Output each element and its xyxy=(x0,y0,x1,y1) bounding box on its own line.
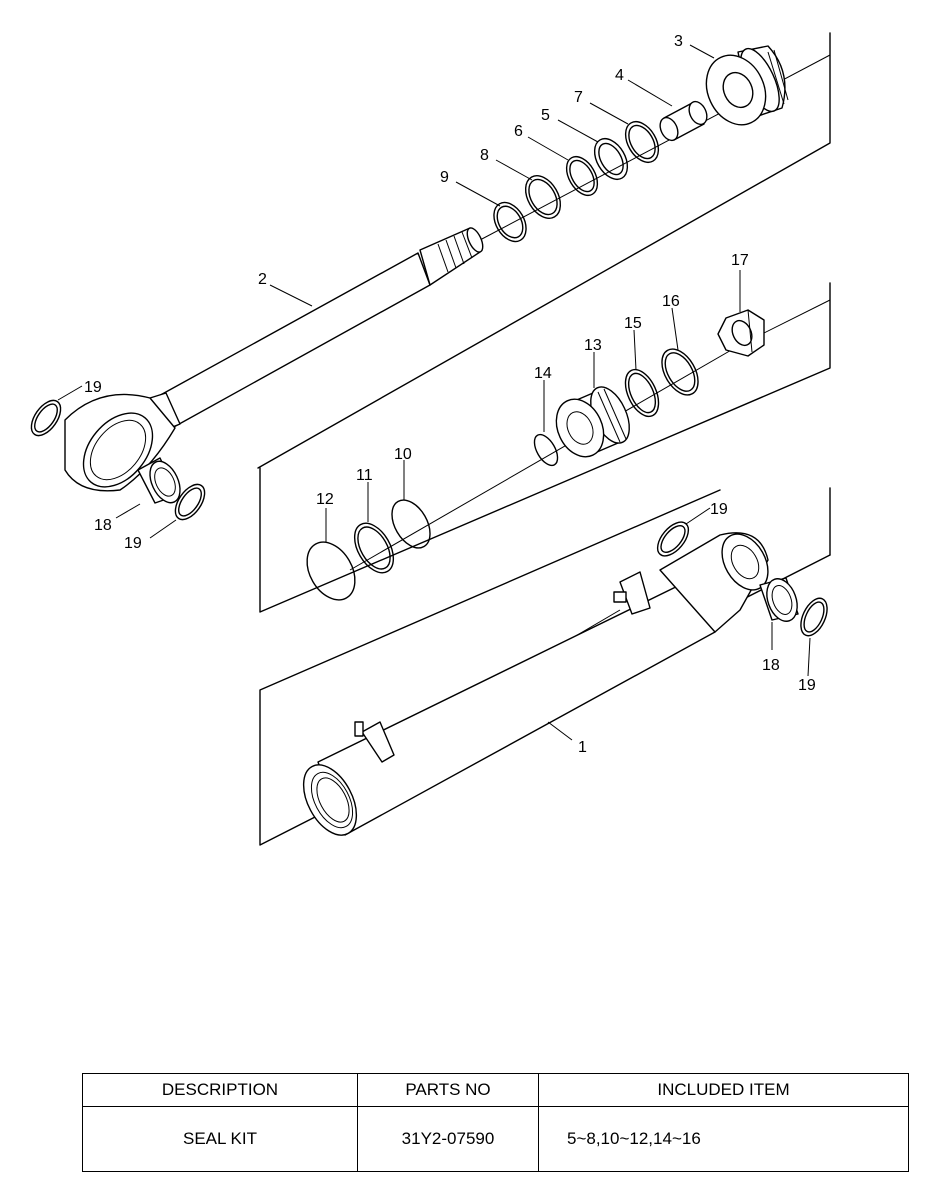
callout-7: 7 xyxy=(574,89,583,106)
table-row: SEAL KIT 31Y2-07590 5~8,10~12,14~16 xyxy=(82,1106,909,1172)
cylinder-tube-part-1 xyxy=(302,532,769,836)
piston-rod-part-2 xyxy=(64,227,484,492)
callout-11: 11 xyxy=(356,467,373,484)
exploded-parts-diagram: 1 2 3 4 5 6 7 8 9 10 11 12 13 14 15 16 1… xyxy=(30,32,831,846)
eye-bushing-rod-side xyxy=(137,457,181,504)
eye-bushing-tube-side xyxy=(759,577,799,622)
dust-rings-rod-side xyxy=(30,399,206,521)
parts-table: DESCRIPTION PARTS NO INCLUDED ITEM SEAL … xyxy=(82,1073,909,1172)
callout-18-tube-side: 18 xyxy=(762,657,780,674)
callout-13: 13 xyxy=(584,337,602,354)
o-ring-part-14 xyxy=(533,433,559,467)
leader-lines xyxy=(57,44,811,741)
callout-16: 16 xyxy=(662,293,680,310)
gland-part-3 xyxy=(705,45,789,126)
callout-19-tube-top: 19 xyxy=(710,501,728,518)
callout-17: 17 xyxy=(731,252,749,269)
callout-4: 4 xyxy=(615,67,624,84)
seal-rings-piston-upper xyxy=(624,348,699,418)
cell-included-item: 5~8,10~12,14~16 xyxy=(538,1106,909,1172)
callout-6: 6 xyxy=(514,123,523,140)
callout-9: 9 xyxy=(440,169,449,186)
callout-5: 5 xyxy=(541,107,550,124)
callout-2: 2 xyxy=(258,271,267,288)
piston-part-13 xyxy=(555,386,630,458)
header-included-item: INCLUDED ITEM xyxy=(538,1073,909,1107)
callout-19-tube-bottom: 19 xyxy=(798,677,816,694)
callout-14: 14 xyxy=(534,365,552,382)
callout-19-rod-right: 19 xyxy=(124,535,142,552)
bushing-part-4 xyxy=(659,100,708,142)
header-parts-no: PARTS NO xyxy=(357,1073,539,1107)
callout-19-rod-left: 19 xyxy=(84,379,102,396)
callout-1: 1 xyxy=(578,739,587,756)
callout-labels: 1 2 3 4 5 6 7 8 9 10 11 12 13 14 15 16 1… xyxy=(84,33,816,756)
callout-10: 10 xyxy=(394,446,412,463)
cell-description: SEAL KIT xyxy=(82,1106,358,1172)
callout-8: 8 xyxy=(480,147,489,164)
snap-ring-part-9 xyxy=(493,201,527,243)
seal-rings-upper xyxy=(524,121,660,219)
callout-3: 3 xyxy=(674,33,683,50)
parts-table-header: DESCRIPTION PARTS NO INCLUDED ITEM xyxy=(82,1073,909,1107)
seal-rings-piston-lower xyxy=(306,499,431,601)
cell-parts-no: 31Y2-07590 xyxy=(357,1106,539,1172)
callout-18-rod-side: 18 xyxy=(94,517,112,534)
callout-12: 12 xyxy=(316,491,334,508)
header-description: DESCRIPTION xyxy=(82,1073,358,1107)
callout-15: 15 xyxy=(624,315,642,332)
lock-nut-part-17 xyxy=(717,309,765,357)
